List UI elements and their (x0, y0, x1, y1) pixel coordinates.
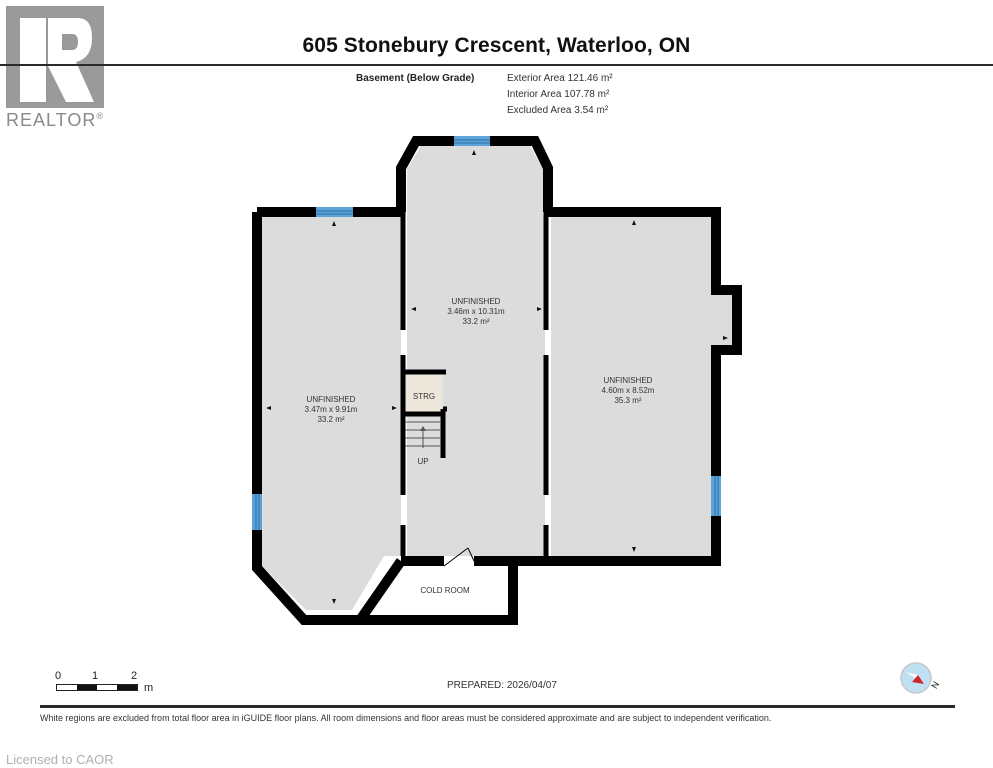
floor-plan: UNFINISHED 3.47m x 9.91m 33.2 m² UNFINIS… (252, 136, 742, 625)
scale-tick-0: 0 (55, 670, 62, 682)
realtor-logo-icon (6, 6, 104, 108)
level-label: Basement (Below Grade) (356, 73, 475, 84)
title-divider (0, 64, 993, 66)
prepared-date: PREPARED: 2026/04/07 (447, 680, 557, 691)
page-title: 605 Stonebury Crescent, Waterloo, ON (302, 34, 691, 57)
room-area: 33.2 m² (462, 317, 490, 326)
room-area: 33.2 m² (317, 415, 345, 424)
realtor-wordmark: REALTOR® (6, 110, 104, 131)
excluded-area: Excluded Area 3.54 m² (507, 105, 609, 116)
interior-area: Interior Area 107.78 m² (507, 89, 610, 100)
room-dimensions: 3.47m x 9.91m (304, 405, 358, 414)
disclaimer-text: White regions are excluded from total fl… (40, 713, 772, 723)
license-watermark: Licensed to CAOR (6, 752, 114, 767)
stairs-up-label: UP (417, 457, 429, 466)
room-label-middle: UNFINISHED 3.46m x 10.31m 33.2 m² (436, 297, 516, 327)
footer-divider (40, 705, 955, 708)
registered-mark: ® (96, 111, 104, 121)
scale-tick-2: 2 (131, 670, 138, 682)
room-label-right: UNFINISHED 4.60m x 8.52m 35.3 m² (590, 376, 666, 406)
scale-unit: m (144, 682, 154, 694)
north-arrow-compass-icon: N (898, 662, 942, 696)
storage-label: STRG (412, 392, 436, 401)
scale-tick-1: 1 (92, 670, 99, 682)
cold-room-label: COLD ROOM (420, 586, 470, 595)
room-name: UNFINISHED (306, 395, 356, 404)
room-name: UNFINISHED (451, 297, 501, 306)
room-label-left: UNFINISHED 3.47m x 9.91m 33.2 m² (296, 395, 366, 425)
room-name: UNFINISHED (603, 376, 653, 385)
scale-bar-segments (56, 684, 138, 691)
exterior-area: Exterior Area 121.46 m² (507, 73, 613, 84)
room-dimensions: 3.46m x 10.31m (447, 307, 505, 316)
room-dimensions: 4.60m x 8.52m (601, 386, 655, 395)
room-area: 35.3 m² (614, 396, 642, 405)
realtor-text: REALTOR (6, 110, 97, 130)
scale-bar: 0 1 2 m (55, 670, 155, 694)
